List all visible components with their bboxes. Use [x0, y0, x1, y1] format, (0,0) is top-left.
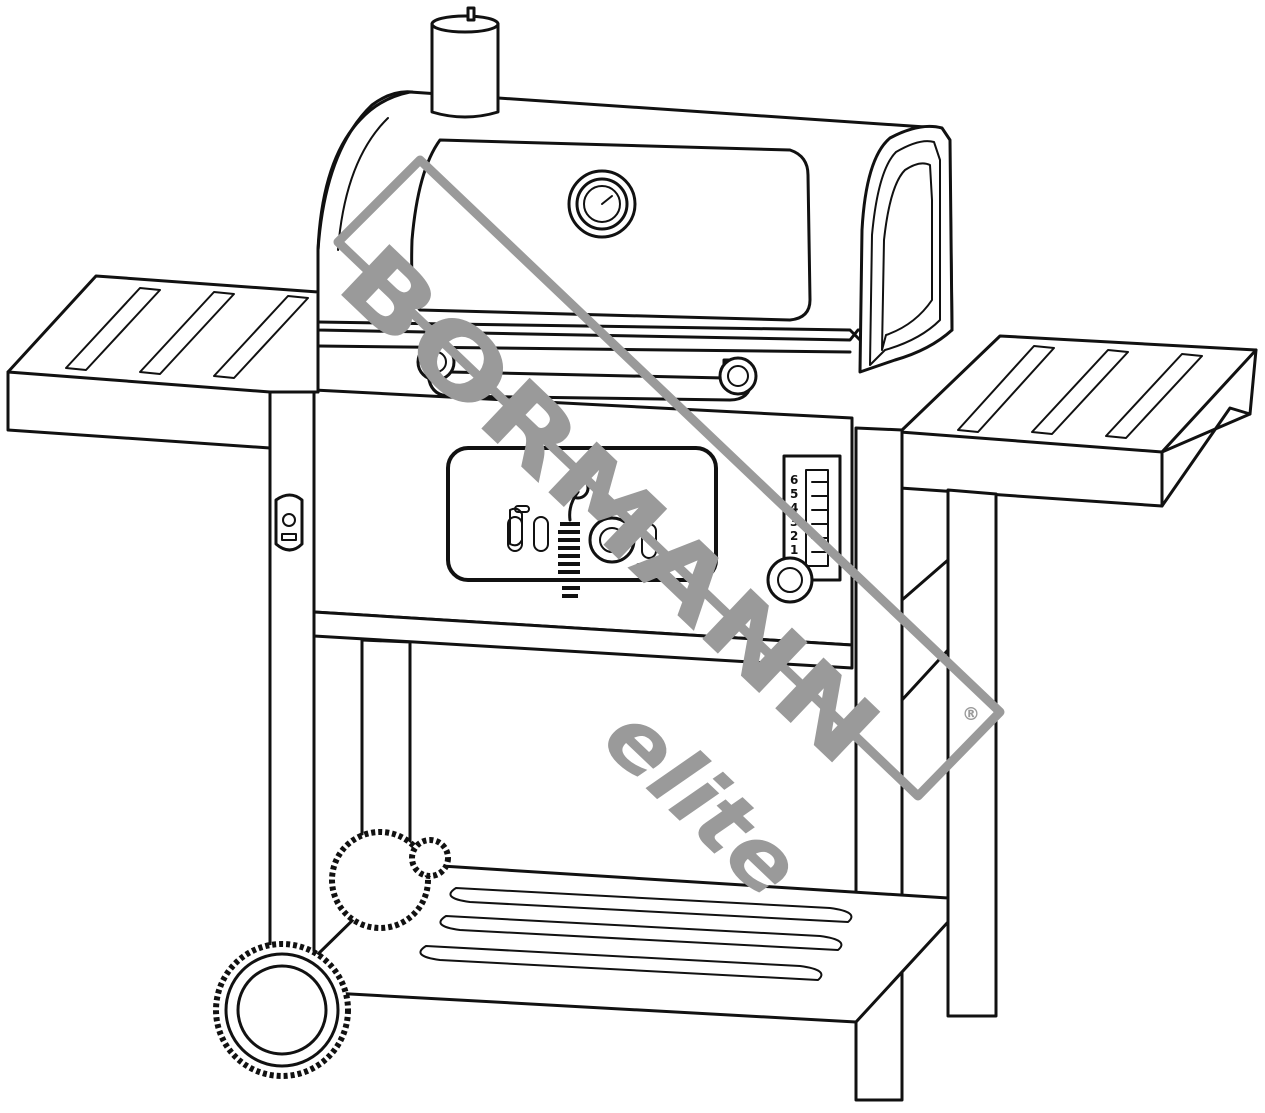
vent-level-4: 4 — [790, 501, 798, 515]
firebox — [312, 388, 854, 670]
thermometer-icon — [567, 169, 637, 239]
wheel-icon — [213, 829, 451, 1079]
bottle-opener-icon — [274, 493, 304, 552]
right-side-table — [898, 334, 1258, 508]
watermark-registered: ® — [962, 704, 980, 725]
vent-knob-icon[interactable] — [766, 556, 814, 604]
chimney-icon — [430, 6, 500, 119]
grill-lid — [316, 90, 954, 374]
vent-level-1: 1 — [790, 543, 798, 557]
vent-level-5: 5 — [790, 487, 798, 501]
vent-level-2: 2 — [790, 529, 798, 543]
lid-handle[interactable] — [416, 342, 758, 402]
vent-level-6: 6 — [790, 473, 798, 487]
